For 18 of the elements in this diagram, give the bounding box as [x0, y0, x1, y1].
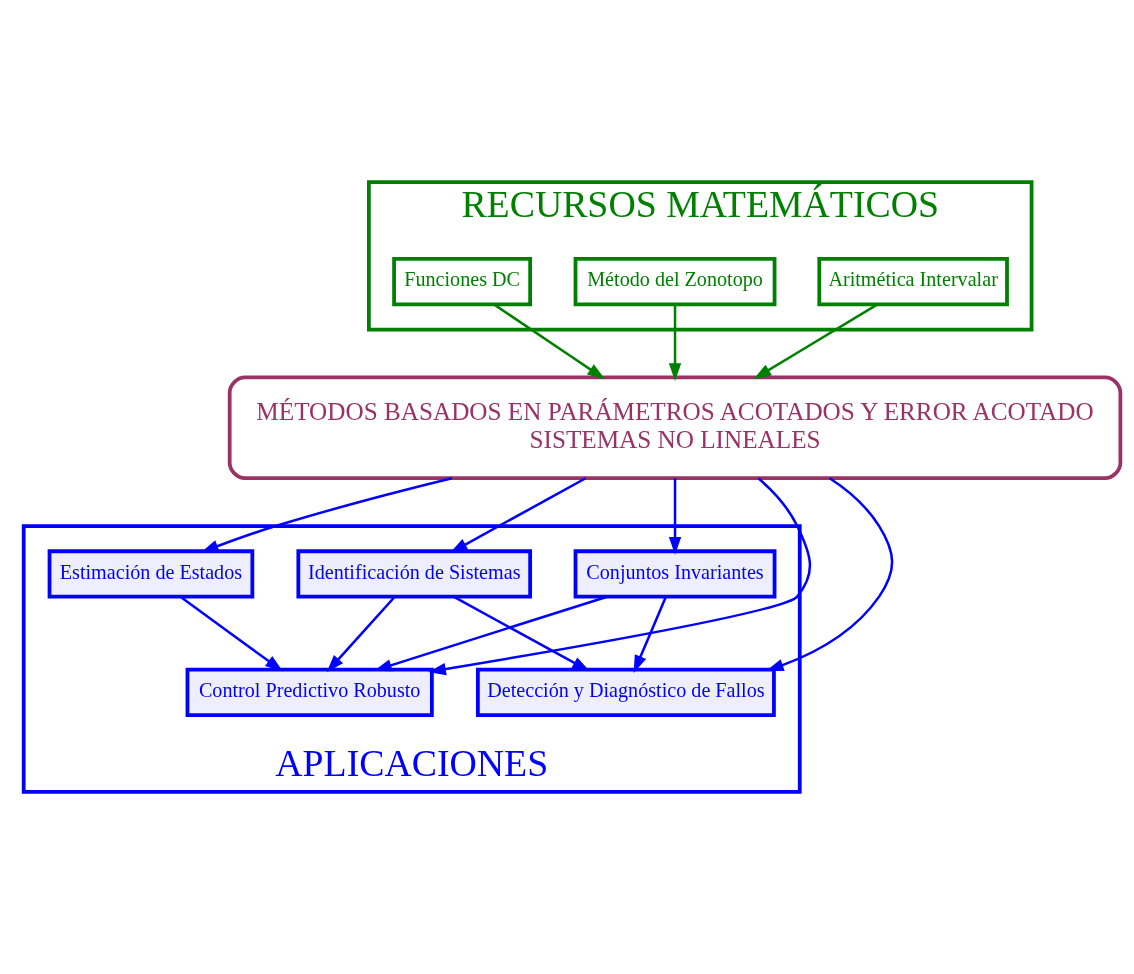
arrow — [452, 595, 590, 672]
node-box: Conjuntos Invariantes — [573, 549, 777, 599]
arrow — [493, 303, 606, 380]
node-box: Método del Zonotopo — [573, 257, 777, 307]
arrow — [668, 478, 682, 555]
arrow — [668, 304, 682, 381]
node-box: Identificación de Sistemas — [296, 549, 533, 599]
node-box: Detección y Diagnóstico de Fallos — [476, 667, 776, 717]
arrow — [179, 595, 283, 672]
node-box: Aritmética Intervalar — [817, 257, 1009, 307]
arrow — [428, 477, 812, 676]
arrow — [326, 596, 396, 673]
node-box: MÉTODOS BASADOS EN PARÁMETROS ACOTADOS Y ERROR ACOTADO SISTEMAS NO LINEALES — [227, 375, 1123, 481]
node-box: Estimación de Estados — [47, 549, 255, 599]
node-box: Funciones DC — [392, 257, 533, 307]
arrow — [633, 596, 667, 673]
arrow — [753, 303, 879, 380]
node-box: Control Predictivo Robusto — [185, 667, 434, 717]
